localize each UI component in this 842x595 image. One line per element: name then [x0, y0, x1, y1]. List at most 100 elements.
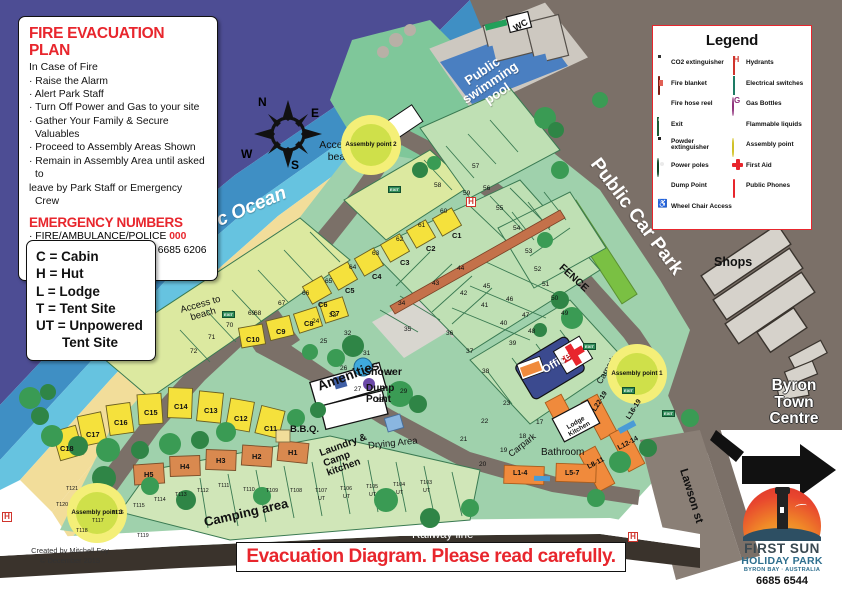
cabin-label-C3: C3: [400, 258, 410, 267]
legend-label: Gas Bottles: [746, 100, 782, 108]
cabin-label-C10: C10: [246, 335, 260, 344]
legend-item-electrical-switches: Electrical switches: [732, 74, 807, 96]
pool-spa-b: [523, 53, 551, 79]
cabin-label-C18: C18: [60, 444, 74, 453]
cabin-label-C2: C2: [426, 244, 436, 253]
pool-building-b: [524, 13, 570, 65]
assembly-point-2-label: Assembly point 2: [345, 140, 397, 148]
legend-item-exit: Exit: [657, 115, 732, 137]
credits-copyright: © December 2015: [39, 555, 101, 565]
cabin-label-C13: C13: [204, 406, 218, 415]
key-line-cabin: C = Cabin: [36, 249, 99, 264]
credits-author: Created by Mitchell Foy: [31, 546, 109, 555]
exit-sign-5: EXIT: [662, 410, 675, 417]
key-line-lodge: L = Lodge: [36, 283, 100, 299]
hydrant-icon: [733, 55, 735, 75]
assembly-point-3: Assembly point 3: [67, 483, 127, 543]
credits-block: Created by Mitchell Foy © December 2015: [12, 546, 128, 566]
camp-boardwalk: [389, 209, 566, 315]
legend-item-gas-bottles: Gas Bottles: [732, 94, 807, 116]
town-direction-arrow: [742, 444, 836, 496]
wheelchair-access-marker: [332, 374, 348, 390]
logo-name-line2: HOLIDAY PARK: [741, 555, 823, 568]
legend-label: Flammable liquids: [746, 120, 802, 128]
assembly-point-2: Assembly point 2: [341, 115, 401, 175]
evacuation-step: leave by Park Staff or Emergency Crew: [29, 182, 183, 207]
shops-block: [700, 223, 816, 354]
emergency-numbers-title: EMERGENCY NUMBERS: [29, 215, 183, 231]
cabin-label-C5: C5: [345, 286, 355, 295]
legend-title: Legend: [705, 32, 759, 49]
hut-label-H5: H5: [144, 470, 154, 479]
legend-item-fire-blanket: Fire blanket: [657, 74, 732, 96]
bbq-marker: [275, 429, 291, 443]
wc-green-strip: [484, 19, 508, 31]
cabin-label-C15: C15: [144, 408, 158, 417]
legend-label: Electrical switches: [746, 79, 804, 87]
key-line-unpowered-cont: Tent Site: [62, 335, 119, 351]
cabin-label-C4: C4: [372, 272, 382, 281]
cabin-label-C1: C1: [452, 231, 462, 240]
hut-label-H2: H2: [252, 452, 262, 461]
emergency-000: 000: [169, 231, 187, 243]
lighthouse-sunset-icon: [743, 487, 821, 541]
office-first-aid-cross: [561, 343, 585, 366]
site-type-key-panel: C = Cabin H = Hut L = Lodge T = Tent Sit…: [26, 240, 156, 361]
dump-point-marker: [363, 378, 375, 390]
key-line-unpowered: UT = Unpowered: [36, 318, 143, 334]
hut-label-H4: H4: [180, 462, 190, 471]
hydrant-marker-2: H: [628, 532, 638, 542]
hut-label-H3: H3: [216, 456, 226, 465]
exit-icon: [657, 117, 659, 137]
bathroom-strip-b: [617, 420, 637, 434]
beach-strip-sites: [95, 217, 351, 399]
evacuation-step: · Alert Park Staff: [29, 88, 104, 100]
evacuation-step: · Remain in Assembly Area until asked to: [29, 155, 205, 181]
evacuation-banner: Evacuation Diagram. Please read carefull…: [236, 542, 626, 572]
cabin-label-C11: C11: [264, 424, 278, 433]
cabin-label-C16: C16: [114, 418, 128, 427]
electrical-switch-icon: [733, 76, 735, 96]
legend-label: Power poles: [671, 161, 709, 169]
cabin-label-C17: C17: [86, 430, 100, 439]
assembly-point-1: Assembly point 1: [607, 344, 667, 404]
legend-label: CO2 extinguisher: [671, 59, 724, 67]
evacuation-steps-list: · Raise the Alarm · Alert Park Staff · T…: [29, 75, 207, 209]
legend-label: Wheel Chair Access: [671, 202, 732, 210]
public-phone-icon: [733, 178, 735, 198]
panel-title: FIRE EVACUATION PLAN: [29, 25, 165, 60]
legend-label: Powder extinguisher: [671, 137, 709, 152]
pool-side-sites: [419, 87, 561, 199]
legend-label: Fire blanket: [671, 79, 707, 87]
huts-group: [132, 439, 310, 486]
legend-item-dump-point: Dump Point: [657, 176, 732, 197]
legend-item-first-aid: First Aid: [732, 156, 807, 177]
hut-label-H1: H1: [288, 448, 298, 457]
lodge-label-L5-7: L5-7: [565, 470, 580, 477]
lodge-label-L1-4: L1-4: [513, 470, 528, 477]
legend-left-column: CO2 extinguisher Fire blanket Fire hose …: [657, 53, 732, 217]
legend-label: Exit: [671, 120, 683, 128]
legend-item-hydrants: Hydrants: [732, 53, 807, 75]
exit-sign-1: EXIT: [388, 186, 401, 193]
logo-name-line3: BYRON BAY · AUSTRALIA: [743, 567, 821, 574]
exit-sign-3: EXIT: [583, 343, 596, 350]
cabin-label-C6: C6: [318, 300, 328, 309]
legend-item-wheelchair-access: Wheel Chair Access: [657, 197, 732, 218]
cabin-label-C8: C8: [304, 319, 314, 328]
trees-group: [19, 24, 699, 528]
legend-label: Assembly point: [746, 141, 794, 149]
fire-blanket-icon: [658, 76, 660, 96]
exit-sign-4: EXIT: [622, 387, 635, 394]
assembly-point-1-label: Assembly point 1: [611, 369, 663, 377]
lodge-kitchen-building: [551, 399, 601, 443]
legend-item-fire-hose-reel: Fire hose reel: [657, 94, 732, 115]
legend-item-powder-extinguisher: Powder extinguisher: [657, 135, 732, 156]
hydrant-marker-1: H: [466, 197, 476, 207]
drying-area-marker: [383, 413, 405, 433]
cabin-label-C9: C9: [276, 327, 286, 336]
compass-rose: [254, 100, 322, 168]
legend-label: First Aid: [746, 161, 772, 169]
banner-text: Evacuation Diagram. Please read carefull…: [246, 546, 616, 567]
cabin-label-C14: C14: [174, 402, 188, 411]
